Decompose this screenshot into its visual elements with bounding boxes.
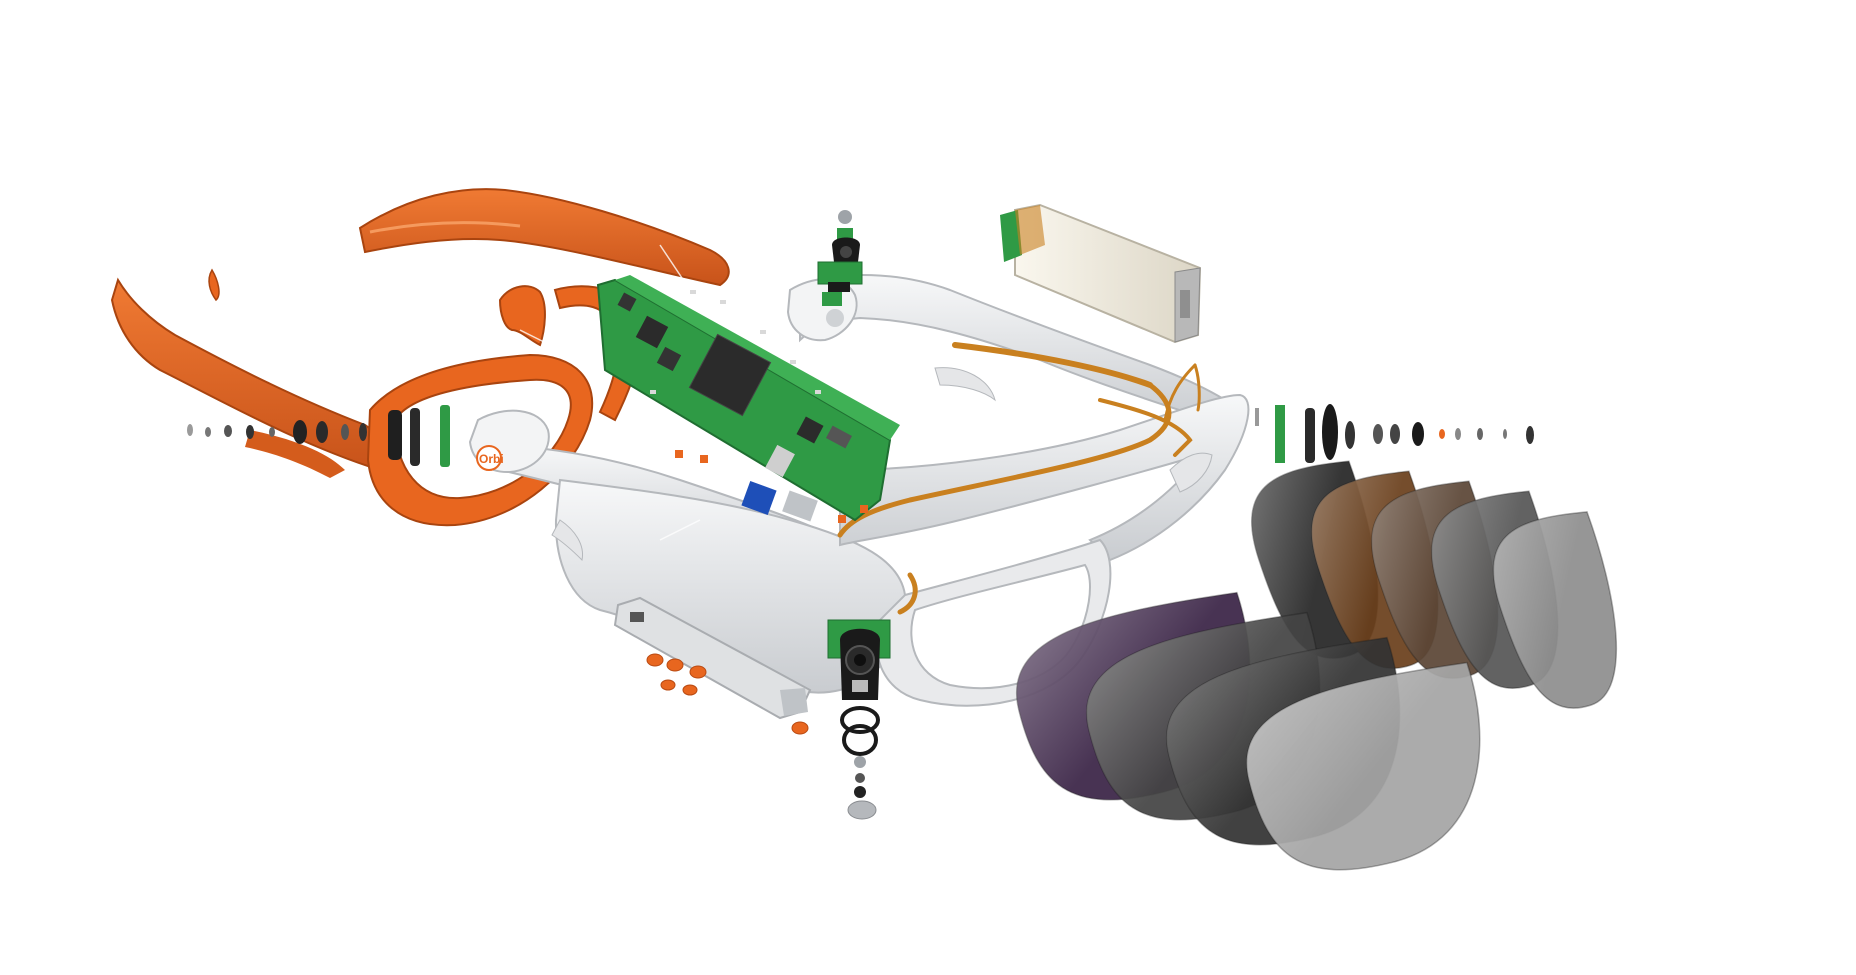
- orange-temple-upper: [358, 188, 730, 287]
- right-small-parts: [1255, 404, 1534, 463]
- lens-silver: [1246, 661, 1481, 871]
- highlight-lines: [519, 244, 701, 541]
- lens-set: [1016, 460, 1618, 871]
- nose-pad-lower: [551, 519, 584, 562]
- top-camera-module: [817, 210, 863, 292]
- nose-pad-upper: [934, 367, 996, 402]
- left-small-parts: [187, 405, 450, 467]
- lens-shine: [1246, 662, 1480, 870]
- white-frame: Orbi: [468, 273, 1250, 707]
- orange-front-rim: [366, 353, 594, 527]
- bottom-bracket: [613, 596, 812, 735]
- lens-light-grey: [1492, 511, 1618, 709]
- logo-text: Orbi: [479, 452, 504, 466]
- orange-bridge: [498, 285, 546, 347]
- pcb-board: [596, 275, 900, 523]
- main-chip: [688, 333, 772, 417]
- flex-cable: [837, 342, 1201, 615]
- lens-shine: [1493, 511, 1617, 709]
- sd-card: [741, 480, 777, 516]
- battery: [1000, 203, 1202, 344]
- orange-clip: [208, 268, 220, 302]
- orange-buttons: [646, 653, 809, 735]
- bottom-camera-module: [827, 619, 891, 820]
